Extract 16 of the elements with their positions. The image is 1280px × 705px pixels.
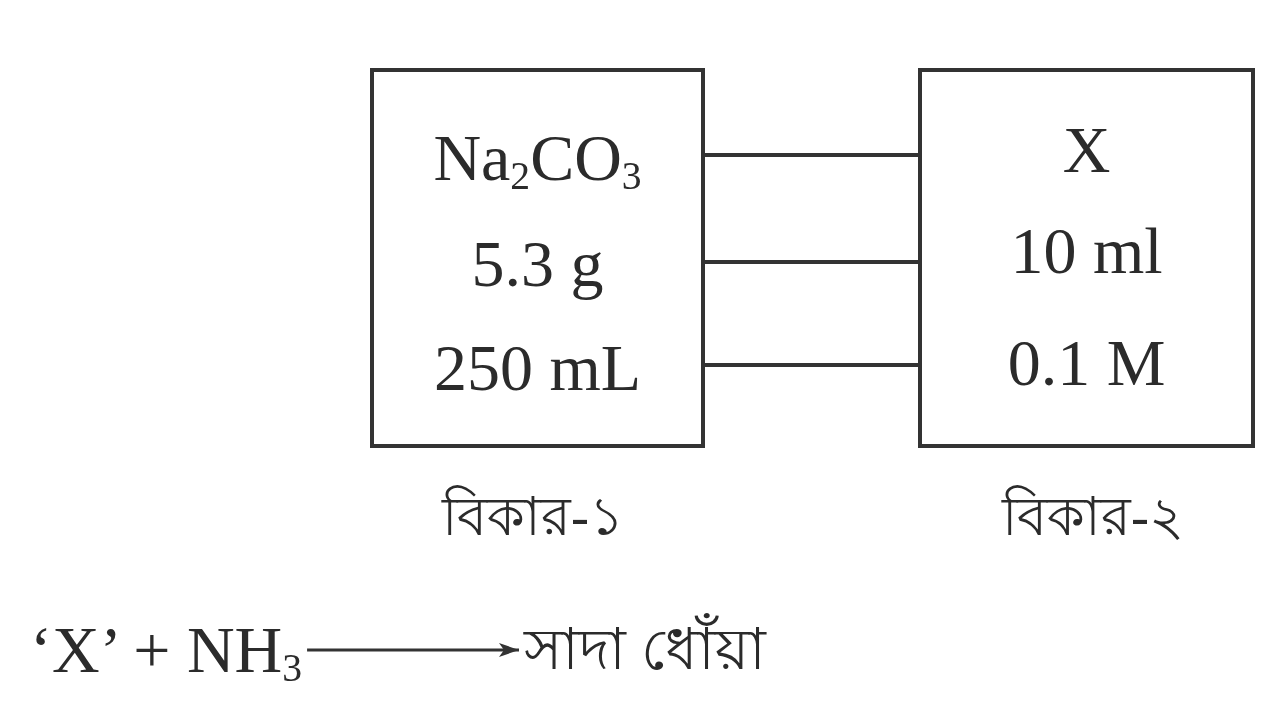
formula-text: X <box>1062 112 1111 188</box>
reactants-text: ‘X’ + NH$_{3}$ <box>25 612 308 688</box>
volume-text: 250 mL <box>433 330 642 406</box>
concentration-text: 0.1 M <box>1007 325 1166 401</box>
beaker-label: বিকার-১ <box>442 484 624 549</box>
volume-text: 10 ml <box>1010 213 1163 289</box>
arrow <box>307 643 519 657</box>
beaker-box <box>918 68 1255 448</box>
beaker-box <box>370 68 705 448</box>
connector-line <box>705 363 918 367</box>
formula-text: Na$_{2}$CO$_{3}$ <box>433 120 642 196</box>
connector-line <box>705 260 918 264</box>
connector-line <box>705 153 918 157</box>
beaker-label: বিকার-২ <box>1002 484 1184 549</box>
mass-text: 5.3 g <box>471 226 604 302</box>
product-text: সাদা ধোঁয়া <box>519 612 771 688</box>
